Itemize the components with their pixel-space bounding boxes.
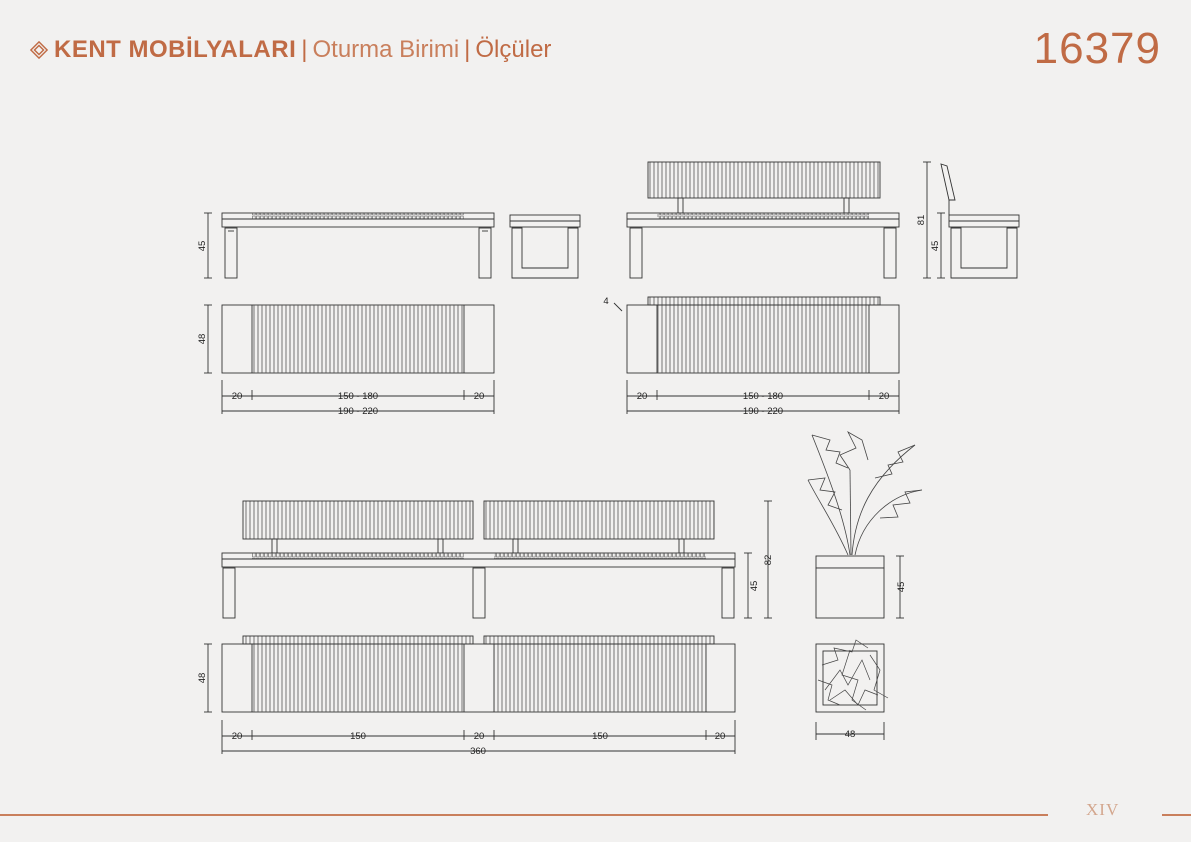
dim-bench3-middle-left: 150 (350, 731, 366, 742)
dim-bench2-total: 190 - 220 (743, 406, 783, 417)
bench-simple-side-view (509, 214, 581, 279)
header-separator-2: | (464, 36, 471, 63)
page-number: XIV (1086, 800, 1120, 819)
dim-bench3-total: 360 (470, 746, 486, 757)
dim-bench3-end-left: 20 (232, 731, 243, 742)
dim-bench1-middle: 150 - 180 (338, 391, 378, 402)
page-header: KENT MOBİLYALARI | Oturma Birimi | Ölçül… (30, 36, 551, 64)
dim-planter-width: 48 (845, 729, 856, 740)
diamond-outline-icon (30, 41, 48, 59)
bench-backrest-top-view (626, 296, 900, 374)
product-code: 16379 (1033, 24, 1161, 73)
dim-bench3-middle-right: 150 (592, 731, 608, 742)
brand-title: KENT MOBİLYALARI (54, 36, 297, 63)
bench-simple-front-view (221, 212, 495, 279)
dim-bench1-height: 45 (197, 241, 208, 252)
dim-bench3-end-right: 20 (715, 731, 726, 742)
planter-front-view (807, 430, 923, 619)
dim-bench1-end-right: 20 (474, 391, 485, 402)
dim-bench2-end-right: 20 (879, 391, 890, 402)
bench-double-top-view (221, 635, 736, 713)
header-subtitle: Oturma Birimi (312, 36, 460, 63)
dim-bench1-depth: 48 (197, 334, 208, 345)
footer-rule-right (1162, 814, 1191, 816)
dim-bench2-back-height: 81 (916, 215, 927, 226)
header-section: Ölçüler (475, 36, 552, 63)
dim-bench3-center: 20 (474, 731, 485, 742)
bench-double-front-view (221, 500, 736, 619)
dim-bench1-end-left: 20 (232, 391, 243, 402)
planter-top-view (815, 639, 889, 713)
bench-backrest-side-view (940, 163, 1020, 279)
dim-bench3-back-height: 82 (763, 555, 774, 566)
dim-bench2-overhang: 4 (603, 296, 608, 307)
dim-bench2-seat-height: 45 (930, 241, 941, 252)
plant-icon (807, 430, 923, 556)
dim-planter-height: 45 (896, 582, 907, 593)
bench-backrest-front-view (626, 161, 900, 279)
footer-rule-left (0, 814, 1048, 816)
dim-bench2-middle: 150 - 180 (743, 391, 783, 402)
dim-bench3-depth: 48 (197, 673, 208, 684)
header-separator: | (301, 36, 308, 63)
dim-bench3-seat-height: 45 (749, 581, 760, 592)
dim-bench1-total: 190 - 220 (338, 406, 378, 417)
bench-simple-top-view (221, 304, 495, 374)
dim-bench2-end-left: 20 (637, 391, 648, 402)
